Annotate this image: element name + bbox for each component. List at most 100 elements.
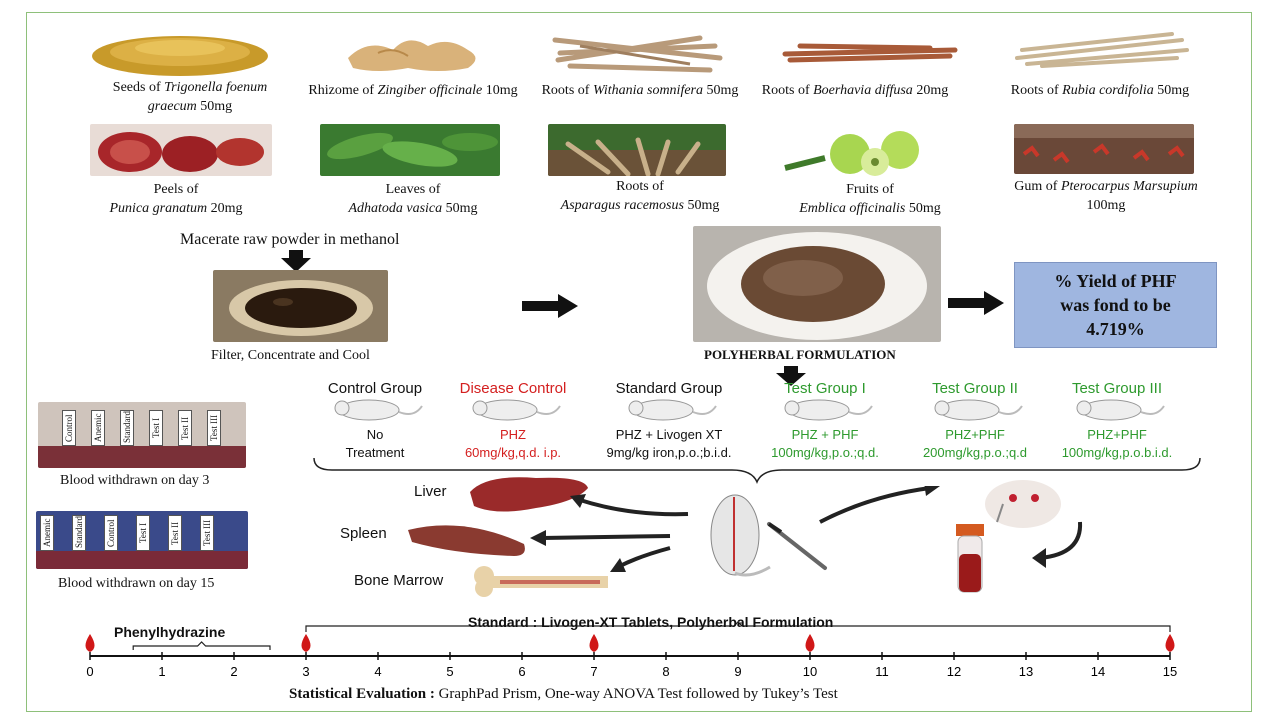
- yield-line-2: was fond to be: [1060, 295, 1171, 315]
- rat-icon: [472, 399, 561, 421]
- spleen-image: [408, 525, 525, 556]
- standard-brace: [305, 621, 1171, 632]
- withania-roots-image: [552, 35, 723, 73]
- group-treatment: PHZ + Livogen XT: [615, 427, 723, 442]
- timeline-tick-label: 6: [518, 664, 525, 679]
- group-dose: 100mg/kg,p.o.;q.d.: [771, 445, 879, 460]
- ginger-rhizome-image: [348, 40, 476, 71]
- group-treatment: PHZ: [500, 427, 526, 442]
- herb-caption-5: Roots of Rubia cordifolia 50mg: [1010, 83, 1190, 98]
- tube-label: Test I: [149, 410, 163, 446]
- group-title: Control Group: [327, 380, 423, 397]
- tube-label: Anemic: [91, 410, 105, 446]
- tube-label: Anemic: [40, 515, 54, 551]
- pomegranate-peel-image: [90, 124, 272, 176]
- figure-frame: [26, 12, 1252, 712]
- day15-caption: Blood withdrawn on day 15: [58, 576, 215, 591]
- rat-head-image: [985, 480, 1061, 528]
- organ-arrows: [530, 486, 940, 572]
- day3-caption: Blood withdrawn on day 3: [60, 473, 210, 488]
- group-treatment: PHZ+PHF: [1087, 427, 1147, 442]
- timeline-tick-label: 7: [590, 664, 597, 679]
- group-title: Standard Group: [615, 380, 723, 397]
- phz-label: Phenylhydrazine: [114, 624, 226, 640]
- group-dose: 60mg/kg,q.d. i.p.: [464, 445, 562, 460]
- spleen-label: Spleen: [340, 525, 387, 542]
- herb-caption-4: Roots of Boerhavia diffusa 20mg: [761, 83, 949, 98]
- phz-brace: [132, 641, 271, 650]
- tube-label: Control: [104, 515, 118, 551]
- yield-line-1: % Yield of PHF: [1054, 271, 1177, 291]
- herb-caption-6: Peels of Punica granatum 20mg: [109, 182, 243, 216]
- group-title: Test Group III: [1071, 380, 1163, 397]
- rat-dissection-image: [710, 494, 771, 577]
- timeline-tick-label: 9: [734, 664, 741, 679]
- bone-marrow-image: [474, 566, 608, 597]
- group-dose: 200mg/kg,p.o.;q.d: [922, 445, 1028, 460]
- tube-label: Test I: [136, 515, 150, 551]
- group-treatment: PHZ+PHF: [945, 427, 1005, 442]
- timeline-tick-label: 11: [875, 664, 889, 679]
- herb-caption-9: Fruits of Emblica officinalis 50mg: [799, 182, 941, 216]
- down-arrow-icon: [281, 250, 311, 272]
- curved-arrow-icon: [1032, 521, 1083, 568]
- methanol-extract-image: [213, 270, 388, 342]
- herb-caption-3: Roots of Withania somnifera 50mg: [541, 83, 739, 98]
- tube-label: Control: [62, 410, 76, 446]
- bone-marrow-label: Bone Marrow: [354, 572, 444, 589]
- tube-label: Test II: [168, 515, 182, 551]
- timeline-tick-label: 0: [86, 664, 93, 679]
- down-arrow-icon-2: [776, 366, 806, 386]
- blood-drop-icon: [301, 634, 311, 652]
- timeline-tick-label: 12: [947, 664, 961, 679]
- timeline-tick-label: 1: [158, 664, 165, 679]
- tube-label: Test III: [207, 410, 221, 446]
- rat-icon: [1076, 399, 1165, 421]
- timeline-tick-label: 10: [803, 664, 817, 679]
- scalpel-icon: [767, 522, 827, 570]
- timeline-tick-label: 14: [1091, 664, 1105, 679]
- group-dose: 100mg/kg,p.o.b.i.d.: [1061, 445, 1173, 460]
- herb-caption-8: Roots of Asparagus racemosus 50mg: [560, 179, 720, 213]
- herb-caption-7: Leaves of Adhatoda vasica 50mg: [348, 182, 478, 216]
- group-dose: 9mg/kg iron,p.o.;b.i.d.: [606, 445, 732, 460]
- yield-box: % Yield of PHF was fond to be 4.719%: [1014, 262, 1217, 348]
- tube-label: Standard: [72, 515, 86, 551]
- rat-icon: [784, 399, 873, 421]
- blood-drop-icon: [1165, 634, 1175, 652]
- tube-label: Test II: [178, 410, 192, 446]
- filter-label: Filter, Concentrate and Cool: [211, 348, 370, 363]
- blood-drop-icon: [805, 634, 815, 652]
- tube-label: Standard: [120, 410, 134, 446]
- asparagus-roots-image: [548, 124, 726, 176]
- right-arrow-icon-1: [522, 294, 578, 318]
- group-title: Disease Control: [459, 380, 567, 397]
- timeline-tick-label: 5: [446, 664, 453, 679]
- liver-label: Liver: [414, 483, 447, 500]
- boerhavia-roots-image: [782, 43, 958, 63]
- yield-value: 4.719%: [1086, 319, 1145, 339]
- macerate-label: Macerate raw powder in methanol: [180, 231, 400, 248]
- statistical-evaluation: Statistical Evaluation : GraphPad Prism,…: [289, 686, 838, 702]
- timeline-tick-label: 3: [302, 664, 309, 679]
- timeline-tick-label: 15: [1163, 664, 1177, 679]
- liver-image: [470, 477, 588, 512]
- rat-icon: [628, 399, 717, 421]
- rubia-roots-image: [1015, 32, 1189, 68]
- blood-drop-icon: [589, 634, 599, 652]
- timeline-tick-label: 2: [230, 664, 237, 679]
- formulation-label: POLYHERBAL FORMULATION: [704, 347, 896, 362]
- timeline-tick-label: 4: [374, 664, 381, 679]
- group-treatment: No: [366, 427, 384, 442]
- timeline-tick-label: 8: [662, 664, 669, 679]
- groups-brace: [313, 457, 1201, 484]
- right-arrow-icon-2: [948, 291, 1004, 315]
- group-dose: Treatment: [345, 445, 405, 460]
- tube-label: Test III: [200, 515, 214, 551]
- pterocarpus-gum-image: [1014, 124, 1194, 174]
- herb-caption-1: Seeds of Trigonella foenum graecum 50mg: [112, 80, 268, 114]
- herb-caption-2: Rhizome of Zingiber officinale 10mg: [308, 83, 518, 98]
- group-title: Test Group I: [784, 380, 866, 397]
- blood-tube-image: [956, 524, 984, 593]
